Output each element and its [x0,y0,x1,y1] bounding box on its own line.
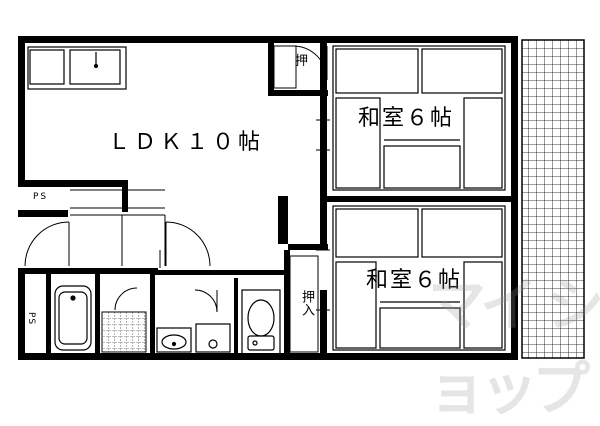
kitchen-counter [27,46,127,90]
closet-label-lower: 押入 [299,290,314,316]
room-label-washitsu-upper: 和室６帖 [358,106,455,131]
pipe-space-label-upper: PS [33,192,49,202]
bathtub [54,285,92,351]
washbasin [156,323,231,353]
tatami-upper [332,45,506,191]
entrance [70,189,166,268]
pipe-space-label-lower: PS [26,312,36,326]
room-label-washitsu-lower: 和室６帖 [366,268,463,293]
shower-floor [101,311,147,353]
closet-frames [273,45,319,353]
watermark: マイ ショップ [428,271,600,423]
interior-walls [18,43,512,356]
closet-label-upper: 押 [295,54,309,69]
room-label-ldk: ＬＤＫ１０帖 [108,130,265,155]
tatami-lower [332,205,506,351]
floor-plan [18,36,585,360]
toilet [241,289,281,355]
outer-walls [18,36,518,360]
balcony [521,39,585,359]
doors [24,45,328,313]
